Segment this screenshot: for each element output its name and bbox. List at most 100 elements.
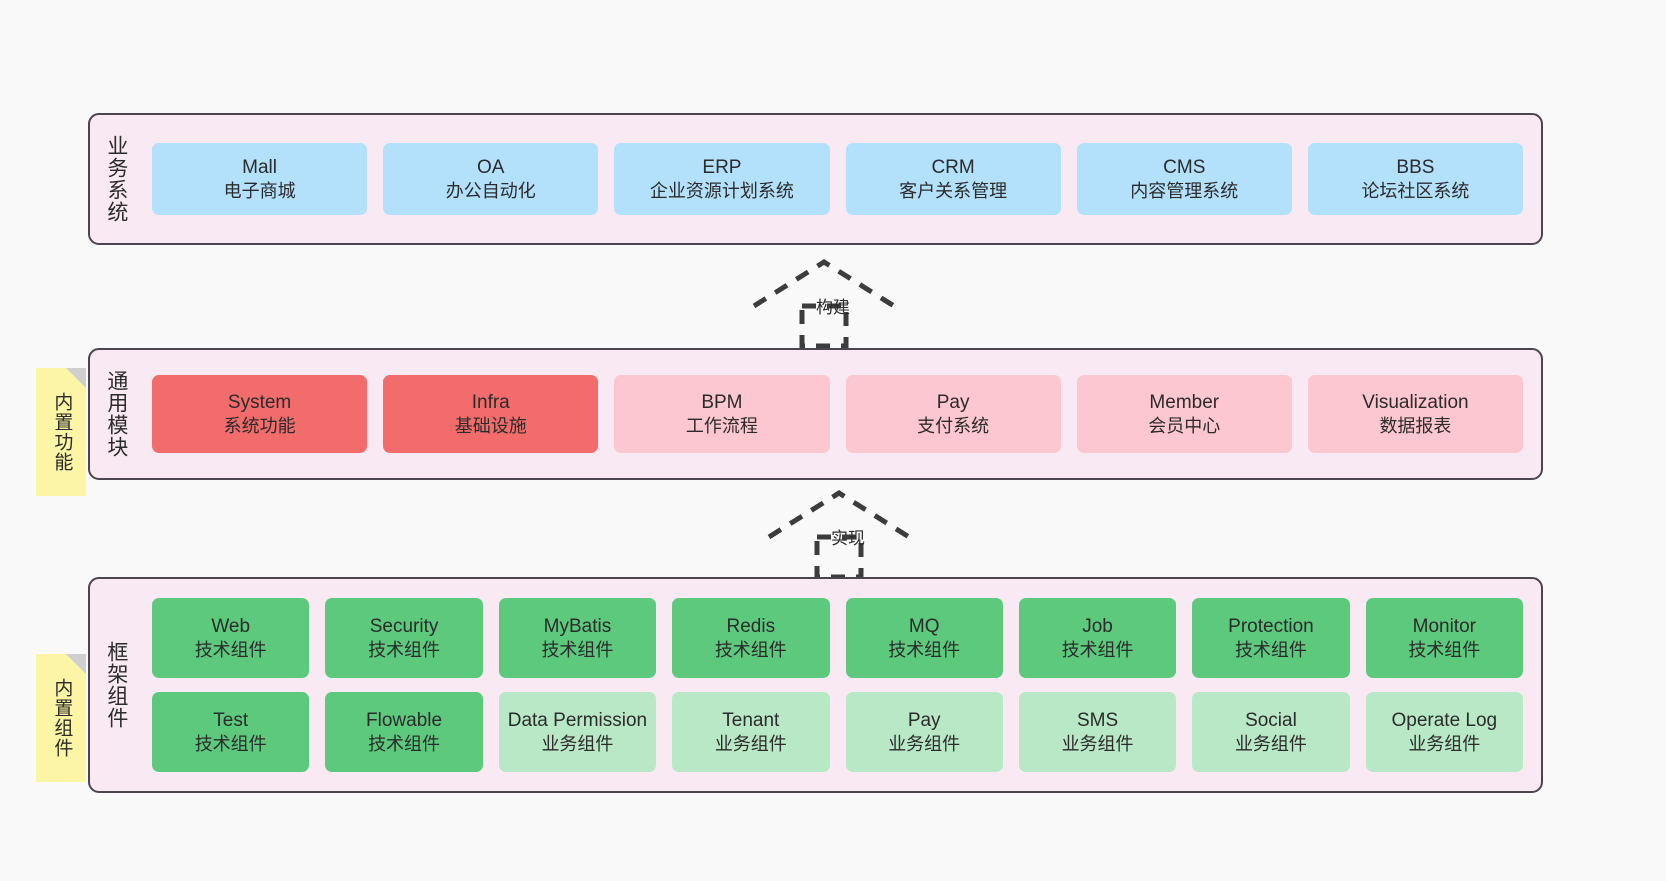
- card-cms-desc: 内容管理系统: [1130, 180, 1239, 201]
- card-operate-log-name: Operate Log: [1391, 709, 1498, 731]
- layer-business-systems: 业务系统 Mall 电子商城 OA 办公自动化 ERP 企业资源计划系统 CRM…: [88, 113, 1543, 245]
- card-security-name: Security: [369, 615, 439, 637]
- card-web-desc: 技术组件: [194, 639, 267, 660]
- card-security[interactable]: Security 技术组件: [325, 598, 483, 678]
- card-security-desc: 技术组件: [368, 639, 441, 660]
- note-builtin-functions-label: 内置功能: [51, 392, 73, 472]
- card-bpm-name: BPM: [701, 391, 743, 413]
- card-data-permission-name: Data Permission: [507, 709, 648, 731]
- framework-row-business: Test 技术组件 Flowable 技术组件 Data Permission …: [144, 692, 1531, 772]
- card-redis-name: Redis: [726, 615, 776, 637]
- framework-row-tech: Web 技术组件 Security 技术组件 MyBatis 技术组件 Redi…: [144, 598, 1531, 678]
- card-redis[interactable]: Redis 技术组件: [672, 598, 830, 678]
- card-erp[interactable]: ERP 企业资源计划系统: [614, 143, 830, 215]
- card-bbs[interactable]: BBS 论坛社区系统: [1307, 143, 1524, 215]
- layer-framework-components: 框架组件 Web 技术组件 Security 技术组件 MyBatis 技术组件…: [88, 577, 1543, 793]
- card-infra[interactable]: Infra 基础设施: [383, 375, 599, 453]
- card-mybatis-name: MyBatis: [543, 615, 612, 637]
- card-system-name: System: [227, 391, 292, 413]
- card-bbs-name: BBS: [1396, 156, 1435, 178]
- card-bpm[interactable]: BPM 工作流程: [614, 375, 830, 453]
- layer-framework-title: 框架组件: [104, 641, 128, 729]
- card-mall-desc: 电子商城: [223, 180, 296, 201]
- layer-modules-title: 通用模块: [104, 370, 128, 458]
- card-infra-desc: 基础设施: [454, 415, 527, 436]
- card-job-name: Job: [1082, 615, 1113, 637]
- card-test[interactable]: Test 技术组件: [152, 692, 310, 772]
- card-sms-name: SMS: [1076, 709, 1119, 731]
- card-job[interactable]: Job 技术组件: [1018, 598, 1177, 678]
- card-erp-name: ERP: [702, 156, 742, 178]
- card-protection-desc: 技术组件: [1234, 639, 1307, 660]
- card-pay-module-desc: 支付系统: [917, 415, 990, 436]
- note-builtin-components: 内置组件: [36, 654, 86, 782]
- card-crm-desc: 客户关系管理: [899, 180, 1008, 201]
- card-social-name: Social: [1245, 709, 1297, 731]
- arrow-build: 构建: [752, 258, 912, 350]
- card-oa[interactable]: OA 办公自动化: [383, 143, 599, 215]
- card-pay-module-name: Pay: [936, 391, 970, 413]
- card-pay-module[interactable]: Pay 支付系统: [845, 375, 1061, 453]
- card-monitor-name: Monitor: [1412, 615, 1476, 637]
- card-infra-name: Infra: [471, 391, 510, 413]
- card-sms[interactable]: SMS 业务组件: [1018, 692, 1177, 772]
- card-mybatis-desc: 技术组件: [541, 639, 614, 660]
- card-pay-component-name: Pay: [907, 709, 941, 731]
- card-system-desc: 系统功能: [223, 415, 296, 436]
- card-cms-name: CMS: [1163, 156, 1206, 178]
- card-protection-name: Protection: [1228, 615, 1314, 637]
- note-builtin-functions: 内置功能: [36, 368, 86, 496]
- card-member-desc: 会员中心: [1148, 415, 1221, 436]
- card-cms[interactable]: CMS 内容管理系统: [1076, 143, 1292, 215]
- card-protection[interactable]: Protection 技术组件: [1192, 598, 1350, 678]
- card-crm-name: CRM: [931, 156, 975, 178]
- layer-modules-cards: System 系统功能 Infra 基础设施 BPM 工作流程 Pay 支付系统…: [142, 350, 1541, 478]
- card-oa-desc: 办公自动化: [445, 180, 536, 201]
- card-tenant[interactable]: Tenant 业务组件: [672, 692, 830, 772]
- card-crm[interactable]: CRM 客户关系管理: [845, 143, 1061, 215]
- card-data-permission-desc: 业务组件: [541, 733, 614, 754]
- card-visualization[interactable]: Visualization 数据报表: [1307, 375, 1524, 453]
- card-system[interactable]: System 系统功能: [152, 375, 368, 453]
- card-test-desc: 技术组件: [194, 733, 267, 754]
- layer-business-cards: Mall 电子商城 OA 办公自动化 ERP 企业资源计划系统 CRM 客户关系…: [142, 115, 1541, 243]
- card-monitor[interactable]: Monitor 技术组件: [1365, 598, 1523, 678]
- card-redis-desc: 技术组件: [714, 639, 787, 660]
- card-operate-log-desc: 业务组件: [1408, 733, 1481, 754]
- card-erp-desc: 企业资源计划系统: [649, 180, 794, 201]
- arrow-implement: 实现: [767, 489, 927, 581]
- card-mq-desc: 技术组件: [888, 639, 961, 660]
- layer-framework-cards: Web 技术组件 Security 技术组件 MyBatis 技术组件 Redi…: [142, 579, 1541, 791]
- card-mall[interactable]: Mall 电子商城: [152, 143, 368, 215]
- card-visualization-name: Visualization: [1362, 391, 1469, 413]
- card-mall-name: Mall: [242, 156, 277, 178]
- card-web-name: Web: [211, 615, 251, 637]
- arrow-build-glyph: [752, 259, 896, 349]
- card-social[interactable]: Social 业务组件: [1192, 692, 1350, 772]
- card-tenant-name: Tenant: [722, 709, 780, 731]
- arrow-implement-label: 实现: [831, 529, 865, 548]
- card-pay-component-desc: 业务组件: [888, 733, 961, 754]
- layer-common-modules: 通用模块 System 系统功能 Infra 基础设施 BPM 工作流程 Pay…: [88, 348, 1543, 480]
- card-bpm-desc: 工作流程: [685, 415, 758, 436]
- card-data-permission[interactable]: Data Permission 业务组件: [498, 692, 657, 772]
- card-operate-log[interactable]: Operate Log 业务组件: [1365, 692, 1523, 772]
- card-pay-component[interactable]: Pay 业务组件: [845, 692, 1003, 772]
- card-mq-name: MQ: [908, 615, 940, 637]
- card-test-name: Test: [213, 709, 249, 731]
- card-flowable-desc: 技术组件: [368, 733, 441, 754]
- card-job-desc: 技术组件: [1061, 639, 1134, 660]
- card-monitor-desc: 技术组件: [1408, 639, 1481, 660]
- card-mybatis[interactable]: MyBatis 技术组件: [498, 598, 657, 678]
- card-mq[interactable]: MQ 技术组件: [845, 598, 1003, 678]
- card-social-desc: 业务组件: [1234, 733, 1307, 754]
- layer-business-title: 业务系统: [104, 135, 128, 223]
- card-member[interactable]: Member 会员中心: [1076, 375, 1292, 453]
- card-visualization-desc: 数据报表: [1379, 415, 1452, 436]
- card-web[interactable]: Web 技术组件: [152, 598, 310, 678]
- arrow-build-label: 构建: [816, 298, 850, 317]
- card-sms-desc: 业务组件: [1061, 733, 1134, 754]
- card-oa-name: OA: [477, 156, 505, 178]
- card-flowable[interactable]: Flowable 技术组件: [325, 692, 483, 772]
